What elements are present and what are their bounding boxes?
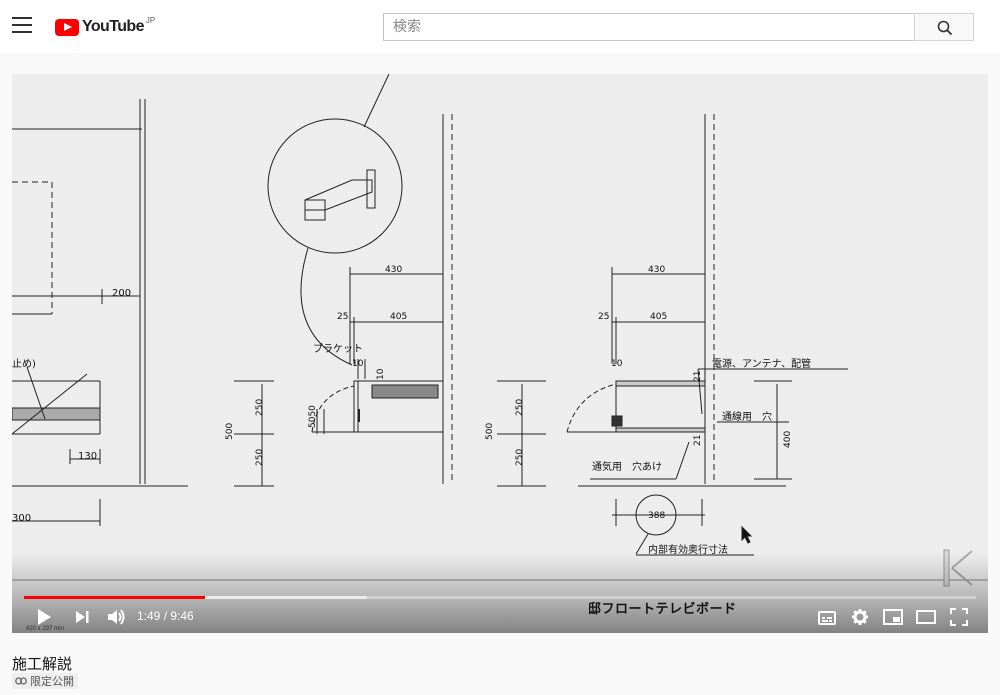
subtitles-button[interactable]	[818, 610, 836, 629]
video-player[interactable]: 200 止め) 130 300 430 25 405 ブラケット 10 10 2…	[12, 74, 988, 633]
logo-text: YouTube	[82, 18, 144, 35]
search-button[interactable]	[914, 13, 974, 41]
hamburger-icon	[12, 17, 32, 19]
fullscreen-icon	[950, 608, 968, 626]
dim-label: 500	[225, 423, 235, 440]
video-caption: 邸フロートテレビボード	[588, 602, 737, 617]
drawing-label: 通気用 穴あけ	[592, 460, 662, 473]
masthead: YouTube JP	[0, 0, 1000, 53]
dim-label: 200	[112, 288, 131, 299]
logo-region: JP	[145, 15, 156, 25]
drawing-label: 止め)	[12, 358, 36, 370]
theater-mode-button[interactable]	[916, 609, 936, 629]
mute-button[interactable]	[106, 607, 126, 631]
play-icon	[38, 609, 51, 625]
drawing-label: 内部有効奥行寸法	[648, 543, 728, 556]
hamburger-icon-bar	[12, 24, 32, 26]
play-button[interactable]	[36, 608, 52, 630]
dim-label: 430	[385, 265, 402, 275]
volume-icon	[108, 609, 125, 625]
dim-label: 388	[648, 511, 665, 521]
guide-menu-button[interactable]	[12, 17, 32, 35]
subtitles-icon	[818, 611, 836, 625]
drawing-label: ブラケット	[313, 342, 363, 355]
dim-label: 21	[693, 371, 703, 382]
progress-bar[interactable]	[24, 596, 976, 599]
privacy-label: 限定公開	[30, 675, 74, 688]
search-icon	[937, 20, 953, 36]
dim-label: 10	[376, 368, 386, 380]
dim-label: 10	[352, 359, 364, 369]
dim-label: 25	[337, 312, 348, 322]
channel-watermark-icon[interactable]	[942, 548, 976, 588]
search-box	[383, 13, 915, 41]
dim-label: 500	[485, 423, 495, 440]
dim-label: 250	[255, 449, 265, 466]
dim-label: 400	[783, 431, 793, 448]
link-icon	[15, 677, 27, 685]
controls-gradient	[12, 553, 988, 633]
dim-label: 300	[12, 513, 31, 524]
sheet-size-label: 420 x 297 mm	[26, 626, 65, 632]
next-icon	[76, 611, 89, 623]
gear-icon	[852, 609, 868, 625]
fullscreen-button[interactable]	[950, 608, 968, 630]
dim-label: 130	[78, 451, 97, 462]
next-button[interactable]	[74, 609, 90, 629]
youtube-logo[interactable]: YouTube JP	[55, 16, 155, 38]
dim-label: 25	[598, 312, 609, 322]
miniplayer-button[interactable]	[883, 609, 903, 629]
privacy-badge: 限定公開	[12, 673, 78, 689]
miniplayer-icon	[883, 609, 903, 625]
dim-label: 405	[390, 312, 407, 322]
drawing-label: 電源、アンテナ、配管	[712, 357, 811, 370]
youtube-play-icon	[55, 18, 79, 36]
dim-label: 405	[650, 312, 667, 322]
hamburger-icon-bar	[12, 31, 32, 33]
drawing-label: 通線用 穴	[722, 410, 772, 423]
settings-button[interactable]	[851, 608, 869, 630]
search-input[interactable]	[384, 14, 915, 40]
cad-drawing-frame: 200 止め) 130 300 430 25 405 ブラケット 10 10 2…	[12, 74, 988, 581]
dim-label: 10	[611, 359, 623, 369]
dim-label: 21	[693, 435, 703, 446]
time-display: 1:49 / 9:46	[137, 609, 194, 623]
dim-label: 5050	[308, 405, 318, 428]
dim-label: 250	[255, 399, 265, 416]
dim-label: 250	[515, 399, 525, 416]
dim-label: 430	[648, 265, 665, 275]
theater-icon	[916, 610, 936, 624]
progress-played	[24, 596, 205, 599]
video-title: 施工解説	[12, 655, 73, 673]
dim-label: 250	[515, 449, 525, 466]
